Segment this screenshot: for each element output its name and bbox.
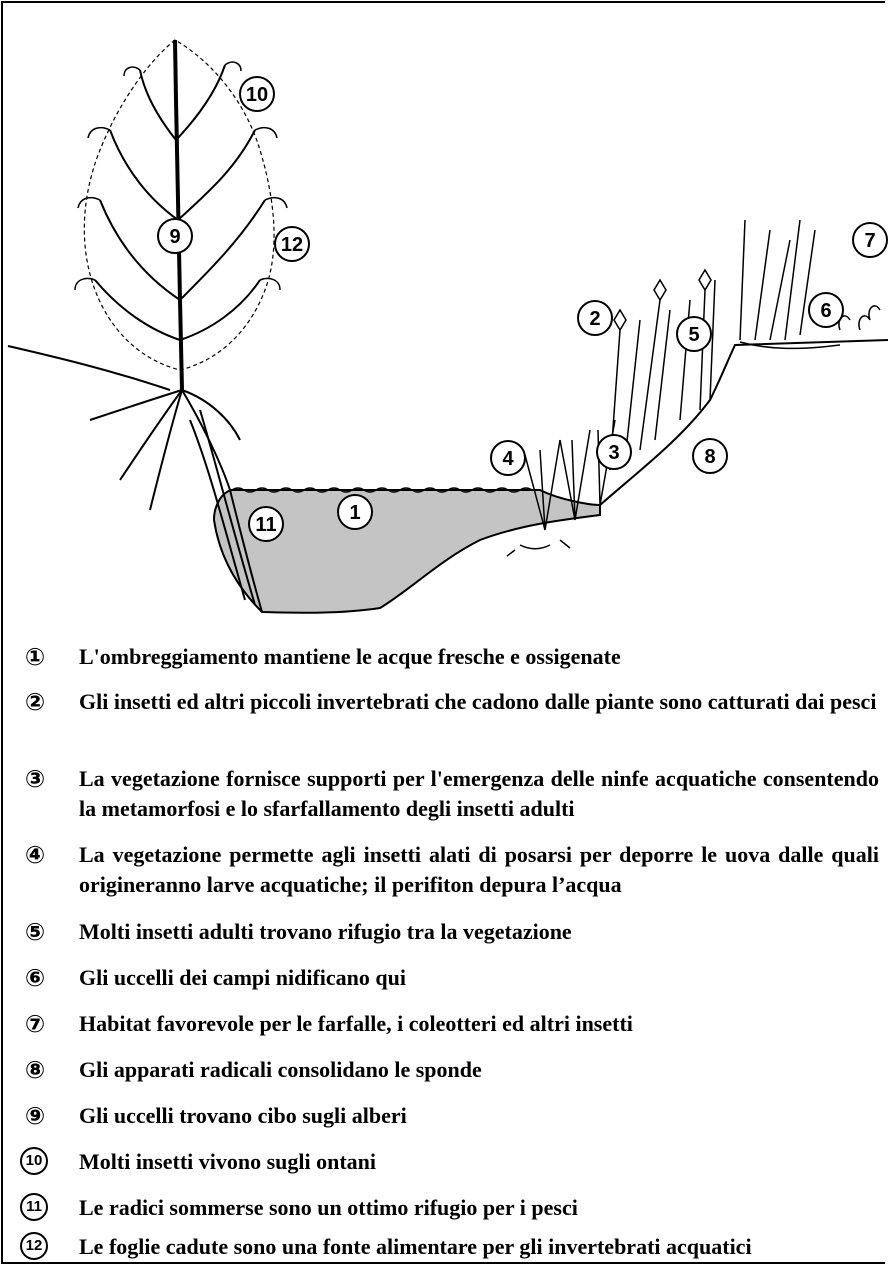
callout-4: 4 xyxy=(491,441,525,475)
riparian-diagram: 10 9 12 7 6 2 5 4 3 8 1 11 xyxy=(0,0,888,625)
legend-text: Gli uccelli dei campi nidificano qui xyxy=(79,963,879,993)
legend-marker: ⑨ xyxy=(20,1101,50,1131)
svg-text:9: 9 xyxy=(169,226,180,248)
legend-text: La vegetazione permette agli insetti ala… xyxy=(79,840,879,900)
svg-text:6: 6 xyxy=(820,300,831,322)
legend-marker: ⑥ xyxy=(20,963,50,993)
legend-text: Gli apparati radicali consolidano le spo… xyxy=(79,1055,879,1085)
svg-text:1: 1 xyxy=(349,502,360,524)
svg-text:12: 12 xyxy=(281,234,303,256)
callout-2: 2 xyxy=(578,301,612,335)
callout-8: 8 xyxy=(693,439,727,473)
svg-text:5: 5 xyxy=(688,324,699,346)
legend-text: Molti insetti vivono sugli ontani xyxy=(79,1147,879,1177)
legend-marker: 12 xyxy=(20,1232,48,1260)
callout-1: 1 xyxy=(338,495,372,529)
legend-marker: ⑤ xyxy=(20,917,50,947)
svg-text:8: 8 xyxy=(704,446,715,468)
legend-marker: ④ xyxy=(20,840,50,870)
legend-marker: ③ xyxy=(20,764,50,794)
legend-text: Gli insetti ed altri piccoli invertebrat… xyxy=(79,687,879,717)
legend-text: Le foglie cadute sono una fonte alimenta… xyxy=(79,1232,879,1262)
legend-marker: 10 xyxy=(20,1147,48,1175)
svg-text:4: 4 xyxy=(502,448,514,470)
callout-7: 7 xyxy=(853,223,887,257)
callout-9: 9 xyxy=(158,219,192,253)
callout-11: 11 xyxy=(249,507,283,541)
legend-text: Molti insetti adulti trovano rifugio tra… xyxy=(79,917,879,947)
callout-3: 3 xyxy=(597,435,631,469)
legend-text: Gli uccelli trovano cibo sugli alberi xyxy=(79,1101,879,1131)
legend-marker: ⑦ xyxy=(20,1009,50,1039)
ground-left xyxy=(8,346,170,390)
svg-text:2: 2 xyxy=(589,308,600,330)
callout-12: 12 xyxy=(275,227,309,261)
legend-marker: ① xyxy=(20,642,50,672)
legend-marker: ⑧ xyxy=(20,1055,50,1085)
callout-10: 10 xyxy=(240,77,274,111)
legend-text: Habitat favorevole per le farfalle, i co… xyxy=(79,1009,879,1039)
callout-6: 6 xyxy=(809,293,843,327)
svg-text:10: 10 xyxy=(246,84,268,106)
svg-text:7: 7 xyxy=(864,230,875,252)
callout-5: 5 xyxy=(677,317,711,351)
svg-text:11: 11 xyxy=(255,514,276,536)
legend-text: Le radici sommerse sono un ottimo rifugi… xyxy=(79,1193,879,1223)
legend-marker: ② xyxy=(20,687,50,717)
legend-marker: 11 xyxy=(20,1193,48,1221)
legend-text: La vegetazione fornisce supporti per l'e… xyxy=(79,764,879,824)
svg-text:3: 3 xyxy=(608,442,619,464)
legend-text: L'ombreggiamento mantiene le acque fresc… xyxy=(79,642,879,672)
